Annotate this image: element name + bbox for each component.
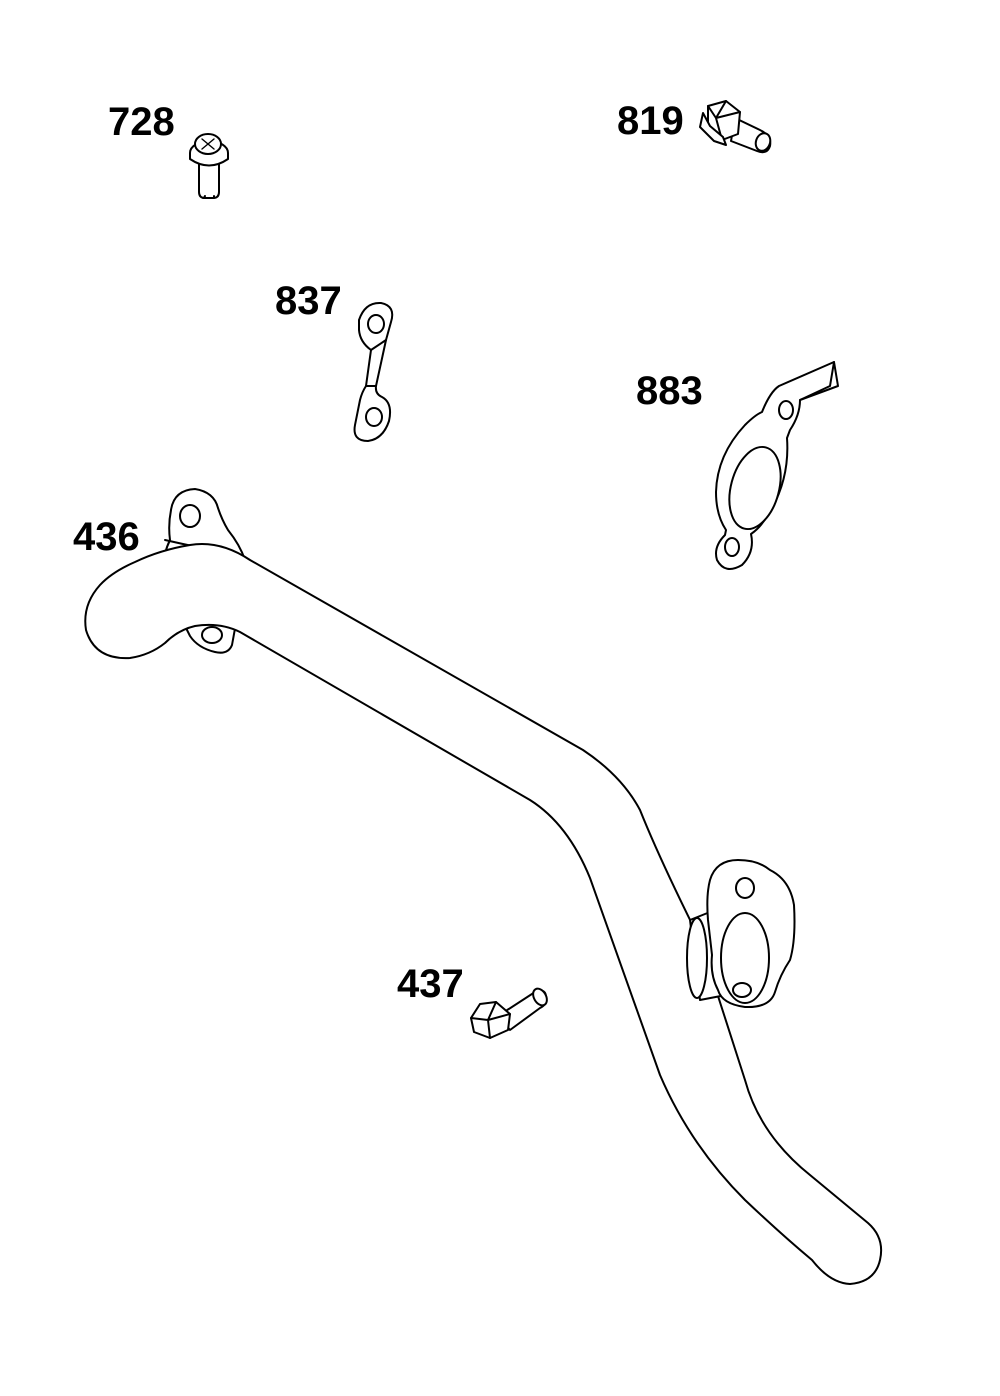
- gasket-icon[interactable]: [715, 361, 839, 570]
- hex-bolt-icon[interactable]: [470, 986, 550, 1039]
- screw-icon[interactable]: [189, 133, 229, 199]
- part-label-883: 883: [636, 369, 703, 413]
- part-label-819: 819: [617, 99, 684, 143]
- link-plate-icon[interactable]: [353, 301, 394, 442]
- part-label-436: 436: [73, 515, 140, 559]
- part-label-837: 837: [275, 279, 342, 323]
- part-label-437: 437: [397, 962, 464, 1006]
- breather-tube-icon[interactable]: [84, 488, 883, 1285]
- part-label-728: 728: [108, 100, 175, 144]
- flange-bolt-icon[interactable]: [699, 100, 773, 154]
